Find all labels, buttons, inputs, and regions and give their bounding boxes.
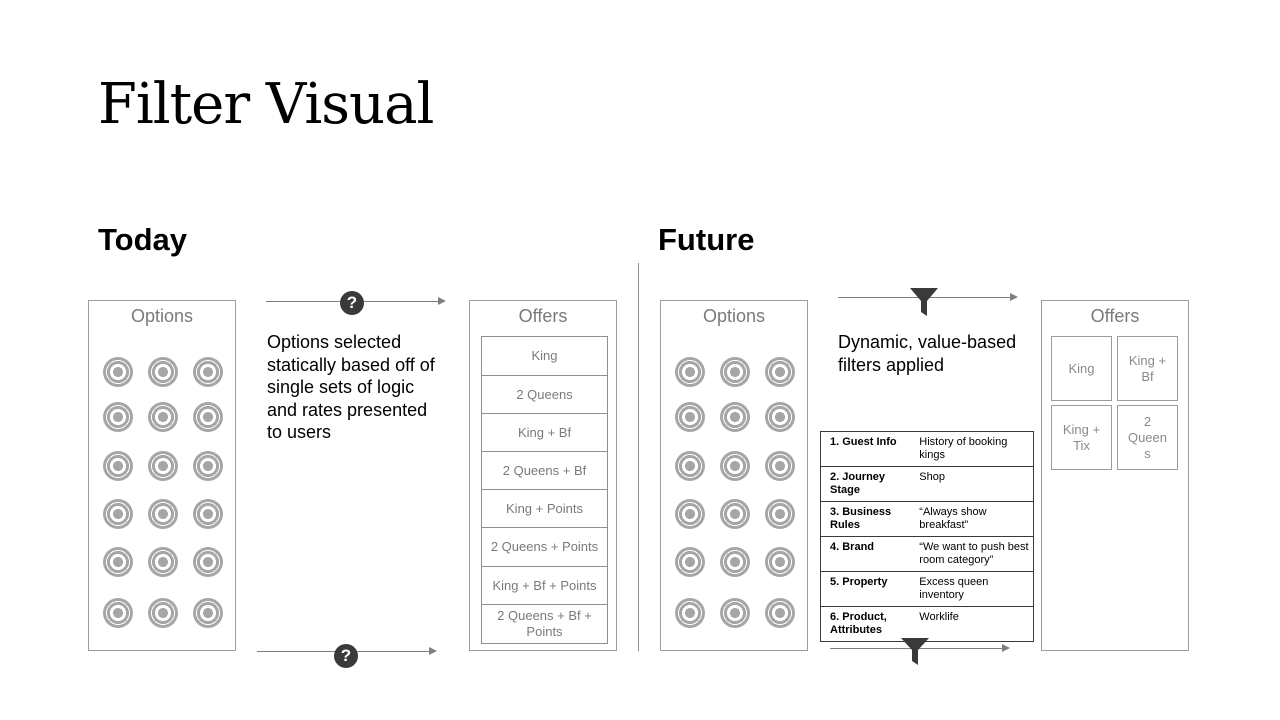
section-divider — [638, 263, 639, 651]
offer-item: King — [481, 336, 608, 376]
target-icon — [148, 598, 178, 628]
offer-item: 2 Queens + Bf + Points — [481, 604, 608, 644]
question-icon: ? — [340, 291, 364, 315]
today-heading: Today — [98, 222, 187, 257]
target-icon — [148, 357, 178, 387]
future-heading: Future — [658, 222, 755, 257]
target-icon — [675, 357, 705, 387]
filter-key: 2. Journey Stage — [821, 466, 914, 502]
filter-value: History of booking kings — [913, 431, 1033, 467]
filter-row: 2. Journey Stage Shop — [821, 466, 1033, 502]
filter-value: “Always show breakfast” — [913, 501, 1033, 537]
future-bottom-arrowhead — [1002, 644, 1010, 652]
filter-table: 1. Guest Info History of booking kings 2… — [820, 431, 1034, 642]
target-icon — [720, 402, 750, 432]
target-icon — [675, 499, 705, 529]
target-icon — [765, 598, 795, 628]
future-offers-panel: Offers King King + Bf King + Tix 2 Queen… — [1041, 300, 1189, 651]
target-icon — [720, 598, 750, 628]
target-icon — [103, 451, 133, 481]
future-options-title: Options — [702, 306, 766, 326]
filter-key: 1. Guest Info — [821, 431, 914, 467]
filter-row: 6. Product, Attributes Worklife — [821, 606, 1033, 642]
page-title: Filter Visual — [98, 72, 434, 137]
future-offers-title: Offers — [1090, 306, 1140, 326]
offer-tile: King + Tix — [1051, 405, 1112, 470]
question-icon: ? — [334, 644, 358, 668]
filter-key: 5. Property — [821, 571, 914, 607]
target-icon — [103, 499, 133, 529]
target-icon — [720, 357, 750, 387]
target-icon — [103, 402, 133, 432]
target-icon — [720, 499, 750, 529]
today-offers-panel: Offers King 2 Queens King + Bf 2 Queens … — [469, 300, 617, 651]
filter-row: 4. Brand “We want to push best room cate… — [821, 536, 1033, 572]
target-icon — [765, 499, 795, 529]
filter-row: 5. Property Excess queen inventory — [821, 571, 1033, 607]
offer-item: King + Bf + Points — [481, 566, 608, 605]
offer-item: 2 Queens — [481, 375, 608, 414]
filter-value: Worklife — [913, 606, 1033, 642]
target-icon — [193, 598, 223, 628]
target-icon — [193, 402, 223, 432]
future-description: Dynamic, value-based filters applied — [838, 332, 1017, 375]
target-icon — [765, 357, 795, 387]
today-offers-title: Offers — [518, 306, 568, 326]
filter-key: 4. Brand — [821, 536, 914, 572]
filter-key: 3. Business Rules — [821, 501, 914, 537]
funnel-icon — [901, 638, 929, 665]
filter-row: 1. Guest Info History of booking kings — [821, 431, 1033, 467]
filter-value: Excess queen inventory — [913, 571, 1033, 607]
target-icon — [675, 402, 705, 432]
target-icon — [148, 451, 178, 481]
target-icon — [103, 357, 133, 387]
filter-row: 3. Business Rules “Always show breakfast… — [821, 501, 1033, 537]
target-icon — [148, 499, 178, 529]
today-description: Options selected statically based off of… — [267, 332, 435, 442]
target-icon — [193, 499, 223, 529]
today-top-arrowhead — [438, 297, 446, 305]
offer-item: 2 Queens + Points — [481, 527, 608, 567]
filter-key: 6. Product, Attributes — [821, 606, 914, 642]
offer-tile: King — [1051, 336, 1112, 401]
target-icon — [765, 402, 795, 432]
offer-tile: 2 Queen s — [1117, 405, 1178, 470]
target-icon — [675, 547, 705, 577]
filter-value: “We want to push best room category” — [913, 536, 1033, 572]
future-top-arrowhead — [1010, 293, 1018, 301]
target-icon — [720, 547, 750, 577]
offer-tile: King + Bf — [1117, 336, 1178, 401]
offer-item: King + Points — [481, 489, 608, 528]
today-options-title: Options — [130, 306, 194, 326]
target-icon — [193, 547, 223, 577]
offer-item: 2 Queens + Bf — [481, 451, 608, 490]
target-icon — [193, 451, 223, 481]
target-icon — [193, 357, 223, 387]
target-icon — [720, 451, 750, 481]
target-icon — [103, 547, 133, 577]
offer-item: King + Bf — [481, 413, 608, 452]
today-bottom-arrowhead — [429, 647, 437, 655]
filter-value: Shop — [913, 466, 1033, 502]
target-icon — [148, 402, 178, 432]
target-icon — [103, 598, 133, 628]
future-options-panel: Options — [660, 300, 808, 651]
target-icon — [765, 547, 795, 577]
today-options-panel: Options — [88, 300, 236, 651]
target-icon — [148, 547, 178, 577]
target-icon — [675, 451, 705, 481]
target-icon — [765, 451, 795, 481]
funnel-icon — [910, 288, 938, 316]
target-icon — [675, 598, 705, 628]
